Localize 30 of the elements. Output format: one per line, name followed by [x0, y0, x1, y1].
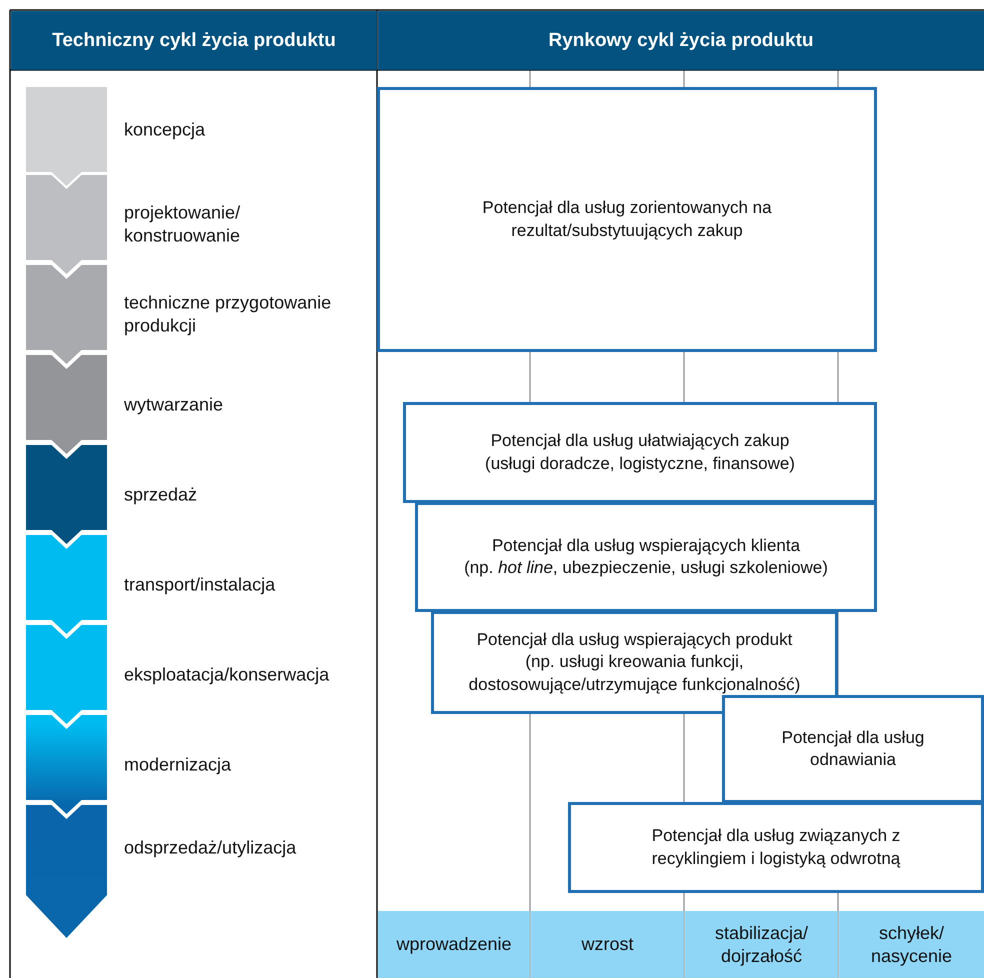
phase-cell: stabilizacja/ dojrzałość	[685, 911, 838, 978]
service-potential-box	[431, 611, 838, 714]
service-potential-box	[568, 802, 984, 893]
phase-cell: wprowadzenie	[378, 911, 530, 978]
stage-label: eksploatacja/konserwacja	[124, 662, 330, 686]
stage-label: modernizacja	[124, 752, 232, 776]
stage-label: odsprzedaż/utylizacja	[124, 836, 298, 860]
service-potential-box	[403, 402, 877, 503]
service-potential-box	[415, 502, 877, 612]
stage-label: transport/instalacja	[124, 572, 276, 596]
box-heading: Potencjał dla usług wspierających produkt	[476, 629, 792, 652]
box-description: (np. hot line, ubezpieczenie, usługi szkoleniowe)	[464, 557, 828, 579]
stage-label: projektowanie/ konstruowanie	[124, 201, 242, 248]
stage-label: wytwarzanie	[124, 392, 224, 416]
service-potential-box	[722, 695, 984, 803]
service-potential-box	[377, 87, 877, 352]
stage-label: sprzedaż	[124, 482, 198, 506]
box-heading: Potencjał dla usług zorientowanych na rezultat/substytuujących zakup	[481, 197, 773, 242]
box-description: (usługi doradcze, logistyczne, finansowe)	[485, 452, 795, 474]
phase-cell: wzrost	[531, 911, 684, 978]
box-heading: Potencjał dla usług związanych z recyklingiem i logistyką odwrotną	[650, 825, 902, 870]
stage-label: koncepcja	[124, 118, 206, 142]
box-heading: Potencjał dla usług wspierających klienta	[492, 534, 800, 557]
column-header: Techniczny cykl życia produktu	[11, 11, 377, 70]
box-description: (np. usługi kreowania funkcji, dostosowujące/utrzymujące funkcjonalność)	[468, 651, 802, 696]
stage-label: techniczne przygotowanie produkcji	[124, 291, 332, 338]
box-heading: Potencjał dla usług odnawiania	[780, 726, 926, 771]
column-header: Rynkowy cykl życia produktu	[378, 11, 984, 70]
phase-cell: schyłek/ nasycenie	[839, 911, 984, 978]
box-heading: Potencjał dla usług ułatwiających zakup	[490, 430, 790, 452]
